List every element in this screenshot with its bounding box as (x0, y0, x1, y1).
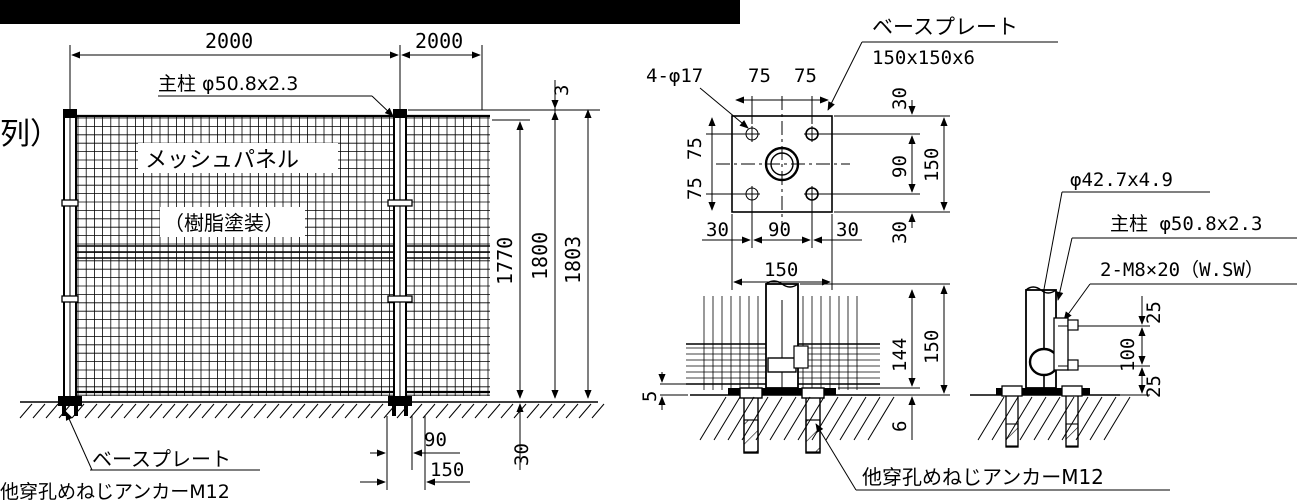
dim-90-horizontal: 90 (768, 219, 791, 241)
post-label: 主柱 φ50.8x2.3 (158, 73, 298, 95)
side-anchor-left (1001, 385, 1023, 448)
side-anchor-right (1061, 385, 1083, 448)
dim-base-90: 90 (424, 429, 447, 451)
dim-6: 6 (889, 421, 911, 432)
plate-size: 150x150x6 (872, 47, 975, 69)
center-tube (764, 146, 800, 182)
section-ground-hatch (699, 396, 895, 441)
dim-width-next: 2000 (415, 29, 463, 53)
panel-finish: （樹脂塗装） (164, 211, 284, 235)
title-bar (0, 0, 740, 24)
base-plate-label: ベースプレート (92, 447, 231, 471)
plate-title: ベースプレート (872, 15, 1018, 39)
dim-75-top-b: 75 (794, 65, 817, 87)
base-plate-plan: ベースプレート 150x150x6 4-φ17 75 75 75 75 (646, 15, 1058, 290)
dim-150-horizontal: 150 (764, 259, 798, 281)
dim-30-top: 30 (889, 87, 911, 110)
dim-panel-height: 1770 (493, 237, 517, 285)
dim-144: 144 (889, 338, 911, 372)
dim-75-left-a: 75 (684, 137, 706, 160)
dim-width-main: 2000 (205, 29, 253, 53)
bolt-spec: 2-M8×20（W.SW） (1100, 259, 1264, 281)
ground-hatch (19, 403, 605, 419)
front-view: 列） 2000 2000 主柱 φ50.8x2.3 (0, 29, 605, 502)
side-view: φ42.7x4.9 主柱 φ50.8x2.3 2-M8×20（W.SW） (970, 169, 1297, 448)
dim-150-section: 150 (921, 330, 943, 364)
dim-25-bottom: 25 (1143, 375, 1165, 398)
dim-top-gap: 3 (551, 85, 573, 96)
anchor-left (739, 387, 763, 454)
dim-25-top: 25 (1143, 301, 1165, 324)
dim-90-vertical: 90 (889, 155, 911, 178)
dim-5: 5 (639, 391, 661, 402)
dim-150-vertical: 150 (921, 148, 943, 182)
dim-base-150: 150 (430, 459, 464, 481)
dim-30-right: 30 (836, 219, 859, 241)
dim-post-height: 1800 (528, 232, 552, 280)
panel-label: メッシュパネル (145, 148, 299, 173)
side-ground-hatch (977, 396, 1131, 441)
dim-30-left: 30 (706, 219, 729, 241)
dim-100: 100 (1117, 338, 1139, 372)
dim-75-top-a: 75 (748, 65, 771, 87)
section-view: 5 144 150 6 他穿孔めねじアンカーM12 (639, 280, 1170, 491)
side-post-spec: 主柱 φ50.8x2.3 (1110, 213, 1262, 235)
dim-total-height: 1803 (561, 236, 585, 284)
tube-spec: φ42.7x4.9 (1070, 169, 1173, 191)
dim-bottom: 30 (511, 443, 533, 466)
dim-30-bottom: 30 (889, 221, 911, 244)
anchor-right (801, 387, 825, 454)
hole-spec: 4-φ17 (646, 65, 703, 87)
section-anchor-label: 他穿孔めねじアンカーM12 (862, 465, 1104, 489)
title-fragment: 列） (0, 117, 60, 152)
dim-75-left-b: 75 (684, 177, 706, 200)
anchor-label: 他穿孔めねじアンカーM12 (0, 481, 230, 502)
